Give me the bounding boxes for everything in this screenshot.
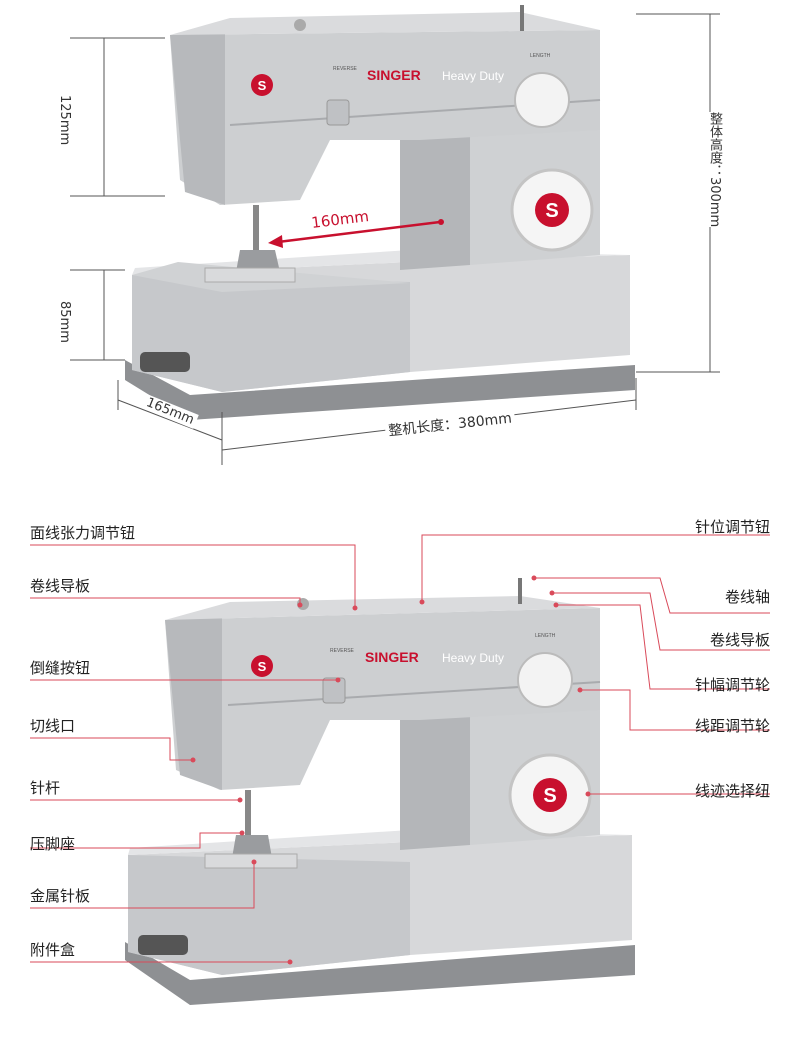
callout-dots-right [419, 575, 591, 797]
callout-presser-foot-holder: 压脚座 [30, 835, 76, 853]
reverse-button [326, 99, 350, 126]
length-dial-2 [517, 652, 573, 708]
stitch-selector-letter: S [545, 200, 558, 222]
stitch-selector-letter-2: S [543, 785, 556, 807]
callout-lines-left [30, 544, 356, 963]
callout-bobbin-winder: 卷线轴 [724, 588, 770, 606]
length-label-2: LENGTH [535, 633, 556, 639]
logo-letter: S [258, 78, 267, 93]
base-height-label: 85mm [57, 298, 72, 346]
accessory-box-2 [128, 855, 410, 975]
callout-stitch-width-wheel: 针幅调节轮 [694, 676, 770, 694]
arm-height-label: 125mm [57, 92, 72, 149]
needle-plate-2 [204, 853, 298, 869]
length-label: LENGTH [530, 53, 551, 59]
parts-panel: S SINGER Heavy Duty REVERSE LENGTH S [0, 490, 790, 1056]
machine-pillar-2 [400, 715, 470, 850]
brand-name: SINGER [367, 67, 421, 83]
machine-upper-arm-2 [165, 608, 600, 790]
accessory-box-slot-2 [138, 935, 188, 955]
singer-logo-badge-2 [251, 655, 273, 677]
throat-width-label: 160mm [310, 207, 370, 232]
machine-pillar [400, 135, 470, 270]
callout-bobbin-guide-left: 卷线导板 [30, 577, 91, 595]
total-height-label: 整体高度：300mm [702, 112, 727, 228]
reverse-label-2: REVERSE [330, 648, 355, 654]
needle-bar [253, 205, 259, 250]
callout-needle-position-knob: 针位调节钮 [694, 518, 770, 536]
needle-bar-2 [245, 790, 251, 835]
callout-stitch-length-wheel: 线距调节轮 [694, 717, 770, 735]
callout-tension-knob: 面线张力调节钮 [30, 524, 136, 542]
spool-pin [520, 5, 524, 31]
spool-pin-2 [518, 578, 522, 604]
tension-knob [294, 19, 306, 31]
callout-bobbin-guide-right: 卷线导板 [709, 631, 770, 649]
logo-letter-2: S [258, 659, 267, 674]
callout-reverse-button: 倒缝按钮 [30, 659, 91, 677]
machine-base-shadow-2 [125, 942, 635, 1005]
brand-name-2: SINGER [365, 649, 419, 665]
length-dial [514, 72, 570, 128]
brand-model-2: Heavy Duty [442, 651, 504, 665]
machine-head [170, 33, 225, 205]
brand-model: Heavy Duty [442, 69, 504, 83]
presser-foot-2 [232, 835, 272, 858]
dimensions-panel: S SINGER Heavy Duty REVERSE LENGTH S [0, 0, 790, 480]
machine-base-shadow [125, 360, 635, 420]
sewing-machine-parts-drawing: S SINGER Heavy Duty REVERSE LENGTH S [30, 534, 770, 1005]
machine-top-2 [165, 596, 600, 620]
stitch-selector-logo-2 [533, 778, 567, 812]
callout-accessory-box: 附件盒 [30, 941, 76, 959]
machine-head-2 [165, 617, 222, 790]
accessory-box [132, 275, 410, 392]
reverse-button-2 [322, 677, 346, 704]
presser-foot [236, 250, 280, 272]
machine-upper-arm [170, 30, 600, 205]
throat-arrow [268, 219, 444, 248]
needle-plate [204, 267, 296, 283]
callout-needle-bar: 针杆 [30, 779, 61, 797]
singer-logo-badge [251, 74, 273, 96]
callout-metal-needle-plate: 金属针板 [30, 887, 91, 905]
callout-thread-cutter: 切线口 [30, 717, 76, 735]
sewing-machine-dimensions-drawing: S SINGER Heavy Duty REVERSE LENGTH S [70, 5, 720, 465]
callout-lines-right [421, 534, 770, 795]
stitch-selector-logo [535, 193, 569, 227]
machine-top [170, 12, 600, 35]
callout-stitch-selector: 线迹选择纽 [694, 782, 770, 800]
callout-dots-left [190, 602, 358, 965]
accessory-box-slot [140, 352, 190, 372]
reverse-label: REVERSE [333, 66, 358, 72]
